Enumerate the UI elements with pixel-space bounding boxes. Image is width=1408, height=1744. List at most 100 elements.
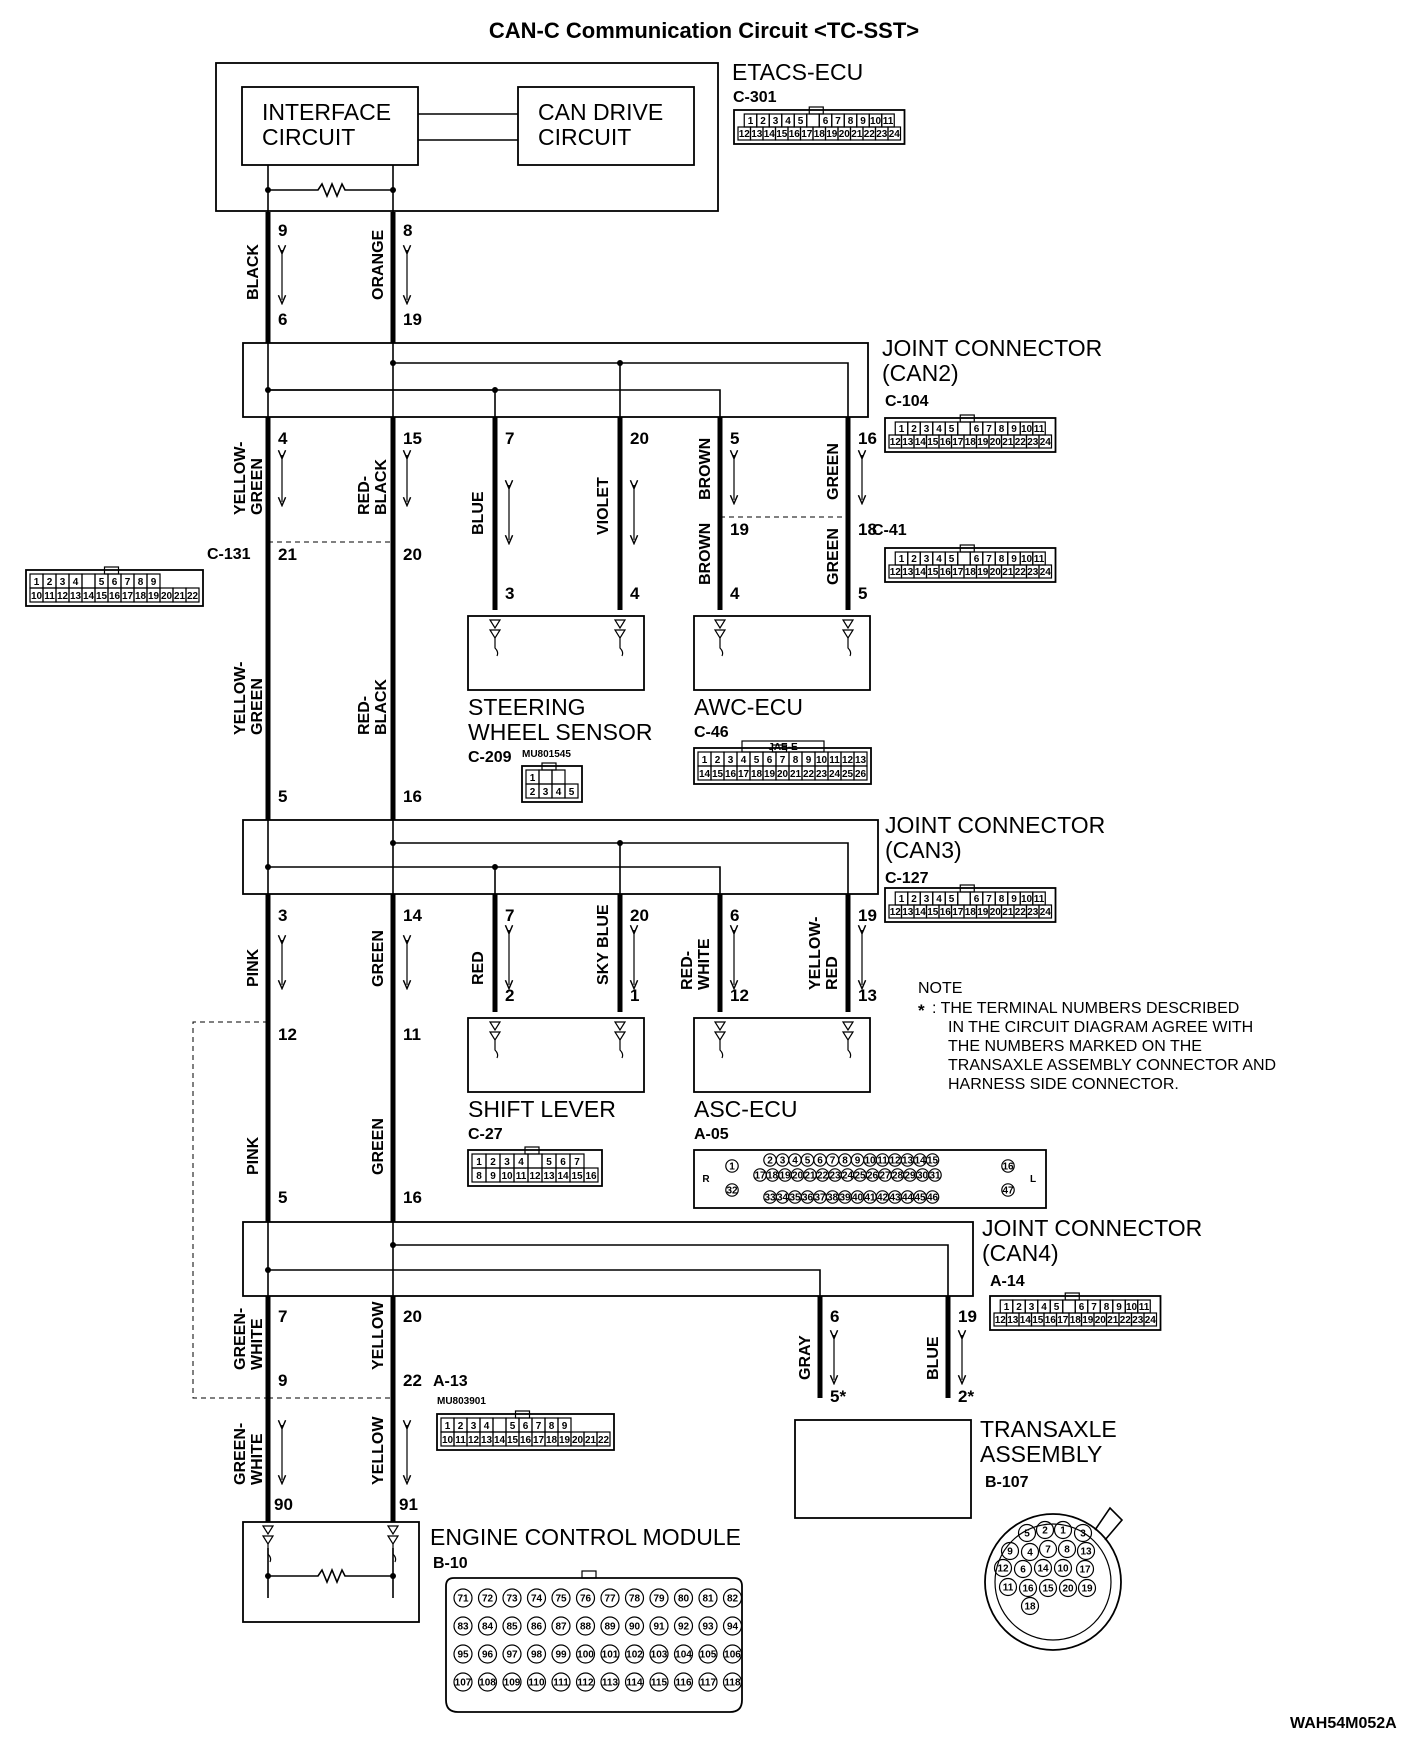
wire-gray: GRAY — [797, 1335, 814, 1380]
connector-pin: 3 — [780, 1156, 786, 1167]
wire-orange: ORANGE — [370, 229, 387, 300]
steering-label-2: WHEEL SENSOR — [468, 719, 652, 745]
awc-ecu-name: AWC-ECU — [694, 694, 803, 720]
pin-6-can3: 6 — [730, 906, 739, 925]
wire-red-black-a1: RED- — [356, 476, 373, 515]
connector-cell: 15 — [96, 591, 108, 602]
wire-green-c: GREEN — [370, 930, 387, 987]
ecm-connector-pin: 100 — [577, 1650, 594, 1661]
ecm-connector-pin: 114 — [626, 1678, 643, 1689]
connector-cell: 1 — [702, 755, 708, 766]
connector-cell: 2 — [911, 424, 917, 435]
connector-cell: 19 — [559, 1435, 571, 1446]
transaxle-connector-pin: 1 — [1060, 1526, 1066, 1537]
connector-cell: 13 — [902, 567, 914, 578]
connector-cell: 18 — [965, 567, 977, 578]
transaxle-label-2: ASSEMBLY — [980, 1441, 1102, 1467]
connector-cell: 20 — [1095, 1315, 1107, 1326]
connector-cell: 23 — [1132, 1315, 1144, 1326]
connector-cell: 20 — [161, 591, 173, 602]
connector-cell: 15 — [712, 769, 724, 780]
joint-connector-can2 — [242, 342, 869, 418]
ecm-connector-pin: 74 — [531, 1594, 543, 1605]
pin-7-can4: 7 — [278, 1307, 287, 1326]
can4-label-2: (CAN4) — [982, 1240, 1059, 1266]
connector-cell: 3 — [924, 424, 930, 435]
connector-cell: 4 — [1041, 1302, 1047, 1313]
pin-20: 20 — [630, 429, 649, 448]
pin-13-asc: 13 — [858, 986, 877, 1005]
connector-cell: 11 — [883, 116, 894, 127]
connector-cell: 14 — [915, 437, 927, 448]
pin-19-c41: 19 — [730, 520, 749, 539]
pin-5-can4: 5 — [278, 1188, 287, 1207]
a05-l-marker: L — [1030, 1174, 1036, 1185]
etacs-ecu-name: ETACS-ECU — [732, 59, 863, 85]
ecm-connector-pin: 113 — [602, 1678, 619, 1689]
transaxle-connector-pin: 13 — [1080, 1547, 1092, 1558]
connector-cell: 8 — [549, 1421, 555, 1432]
connector-cell: 2 — [1016, 1302, 1022, 1313]
connector-cell: 24 — [889, 129, 901, 140]
connector-cell: 19 — [977, 437, 989, 448]
pin-8: 8 — [403, 221, 412, 240]
connector-cell: 6 — [823, 116, 829, 127]
transaxle-label-1: TRANSAXLE — [980, 1416, 1117, 1442]
connector-cell: 21 — [1002, 567, 1014, 578]
pin-11: 11 — [403, 1025, 421, 1044]
connector-cell: 16 — [1045, 1315, 1057, 1326]
can2-label-2: (CAN2) — [882, 360, 959, 386]
connector-cell: 5 — [949, 894, 955, 905]
connector-cell: 2 — [911, 894, 917, 905]
connector-pin: 14 — [914, 1156, 926, 1167]
ecm-connector-pin: 81 — [702, 1594, 714, 1605]
pin-3-can3: 3 — [278, 906, 287, 925]
connector-pin: 36 — [802, 1193, 814, 1204]
connector-cell: 1 — [476, 1157, 482, 1168]
connector-cell: 3 — [1029, 1302, 1035, 1313]
connector-pin: 16 — [1002, 1162, 1014, 1173]
note-heading: NOTE — [918, 980, 962, 997]
connector-cell: 13 — [481, 1435, 493, 1446]
connector-pin: 13 — [902, 1156, 914, 1167]
connector-cell: 22 — [1120, 1315, 1132, 1326]
ecm-connector-pin: 84 — [482, 1622, 494, 1633]
connector-cell: 20 — [990, 907, 1002, 918]
connector-cell: 7 — [780, 755, 786, 766]
connector-cell: 10 — [1021, 894, 1033, 905]
pin-91: 91 — [399, 1495, 418, 1514]
ecm-connector-pin: 85 — [506, 1622, 518, 1633]
etacs-ecu-code: C-301 — [733, 89, 777, 106]
connector-cell: 16 — [585, 1171, 597, 1182]
connector-cell: 20 — [777, 769, 789, 780]
connector-cell: 12 — [842, 755, 854, 766]
connector-cell: 12 — [995, 1315, 1007, 1326]
ecu-input-symbols — [261, 619, 855, 1563]
connector-cell: 10 — [870, 116, 882, 127]
connector-cell: 10 — [501, 1171, 513, 1182]
connector-pin: 17 — [754, 1171, 766, 1182]
ecm-connector-pin: 91 — [653, 1622, 665, 1633]
connector-cell: 10 — [442, 1435, 454, 1446]
connector-cell: 13 — [855, 755, 867, 766]
connector-cell: 9 — [860, 116, 866, 127]
connector-cell: 16 — [940, 437, 952, 448]
connector-pin: 40 — [852, 1193, 864, 1204]
connector-cell: 16 — [789, 129, 801, 140]
connector-cell: 19 — [1082, 1315, 1094, 1326]
a13-part-number: MU803901 — [437, 1396, 486, 1407]
connector-cell: 24 — [1040, 567, 1052, 578]
connector-cell: 3 — [728, 755, 734, 766]
connector-cell: 4 — [936, 554, 942, 565]
shift-lever-code: C-27 — [468, 1126, 503, 1143]
connector-cell: 4 — [556, 787, 562, 798]
connector-cell: 9 — [1011, 894, 1017, 905]
connector-cell: 2 — [458, 1421, 464, 1432]
connector-cell: 20 — [990, 567, 1002, 578]
connector-cell: 19 — [977, 907, 989, 918]
connector-cell: 14 — [915, 907, 927, 918]
